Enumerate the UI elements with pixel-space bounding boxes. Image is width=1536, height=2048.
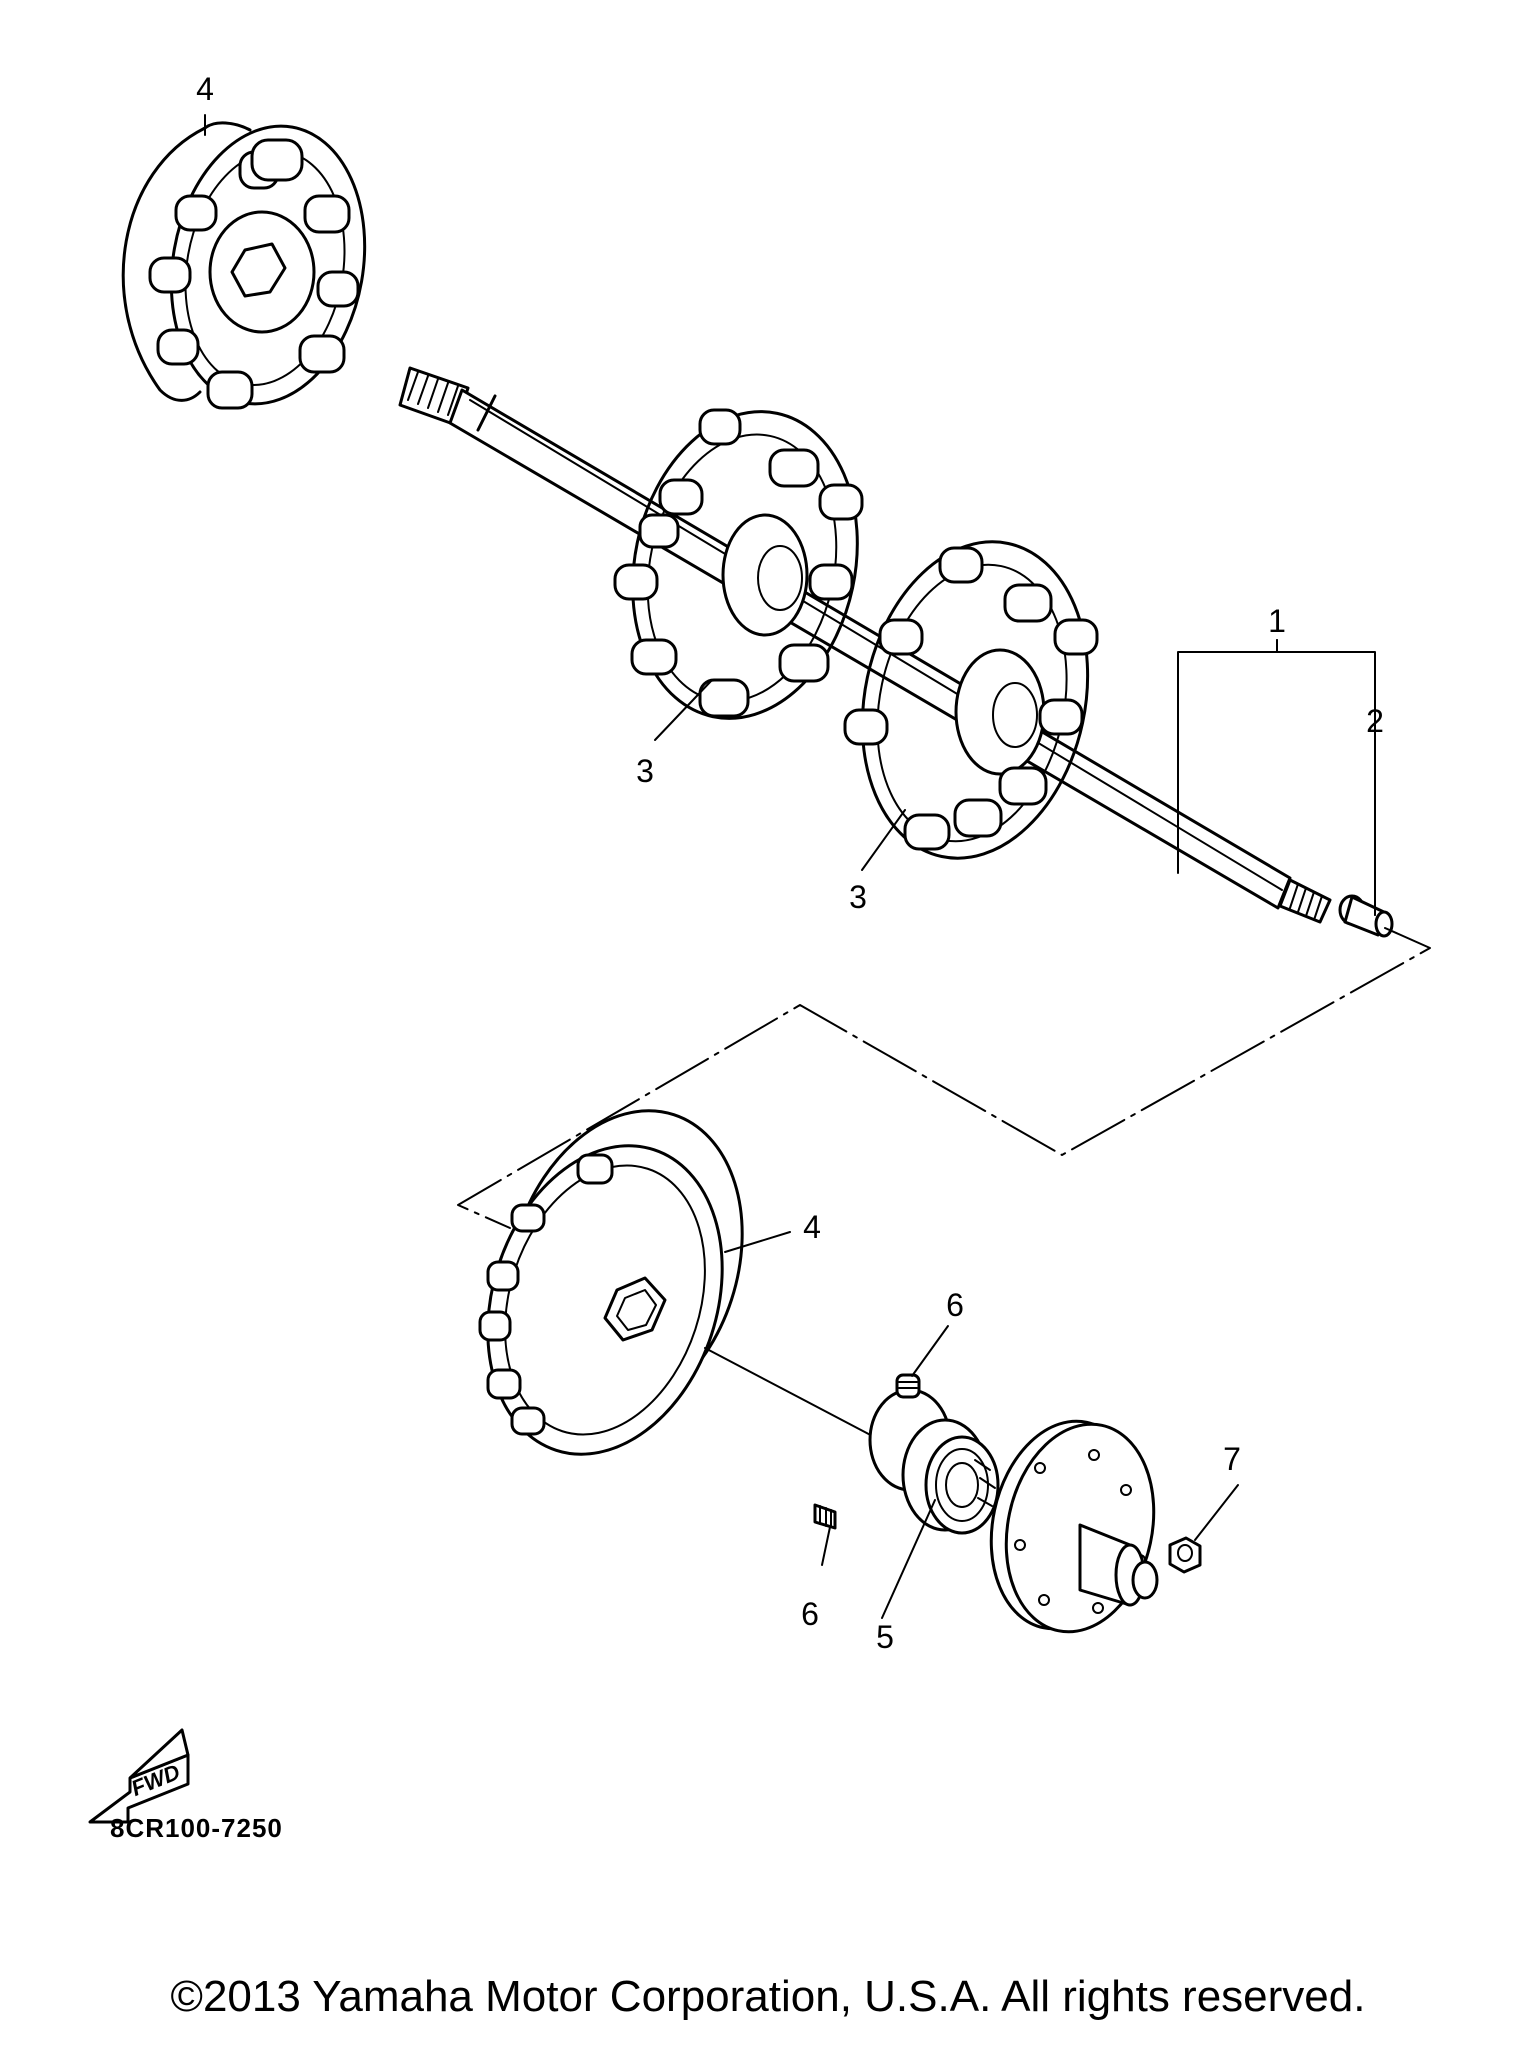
part-7-nut xyxy=(1168,1536,1202,1574)
axle-line xyxy=(704,1347,881,1441)
part-2-bolt xyxy=(1338,894,1394,938)
callout-4-lower: 4 xyxy=(803,1209,821,1245)
callout-3-left: 3 xyxy=(636,753,654,789)
part-4-upper-wheel xyxy=(121,114,367,410)
callout-6-lower: 6 xyxy=(801,1596,819,1632)
assembly-reference-line xyxy=(457,927,1431,1229)
callout-7: 7 xyxy=(1223,1441,1241,1477)
callout-4-upper: 4 xyxy=(196,71,214,107)
part-6-set-screw-upper xyxy=(895,1373,921,1399)
part-3-sprocket-right xyxy=(843,540,1099,860)
part-3-sprocket-left xyxy=(613,408,864,720)
diagram-part-code: 8CR100-7250 xyxy=(110,1813,283,1843)
part-4-upper-teeth xyxy=(148,138,360,410)
fwd-arrow-icon: FWD xyxy=(88,1728,190,1824)
callout-1: 1 xyxy=(1268,603,1286,639)
copyright-notice: ©2013 Yamaha Motor Corporation, U.S.A. A… xyxy=(170,1972,1366,2021)
part-4-lower-wheel xyxy=(478,1109,744,1456)
callout-6-upper: 6 xyxy=(946,1287,964,1323)
callout-2: 2 xyxy=(1366,703,1384,739)
hub-flange xyxy=(989,1419,1159,1634)
drive-shaft xyxy=(398,366,1332,924)
part-5-bearing xyxy=(868,1388,1000,1535)
callout-5: 5 xyxy=(876,1619,894,1655)
part-6-set-screw-lower xyxy=(813,1503,837,1530)
callout-3-right: 3 xyxy=(849,879,867,915)
leader-lines xyxy=(654,639,1376,1619)
callout-labels: 1 2 3 3 4 4 5 6 6 7 xyxy=(196,71,1384,1655)
